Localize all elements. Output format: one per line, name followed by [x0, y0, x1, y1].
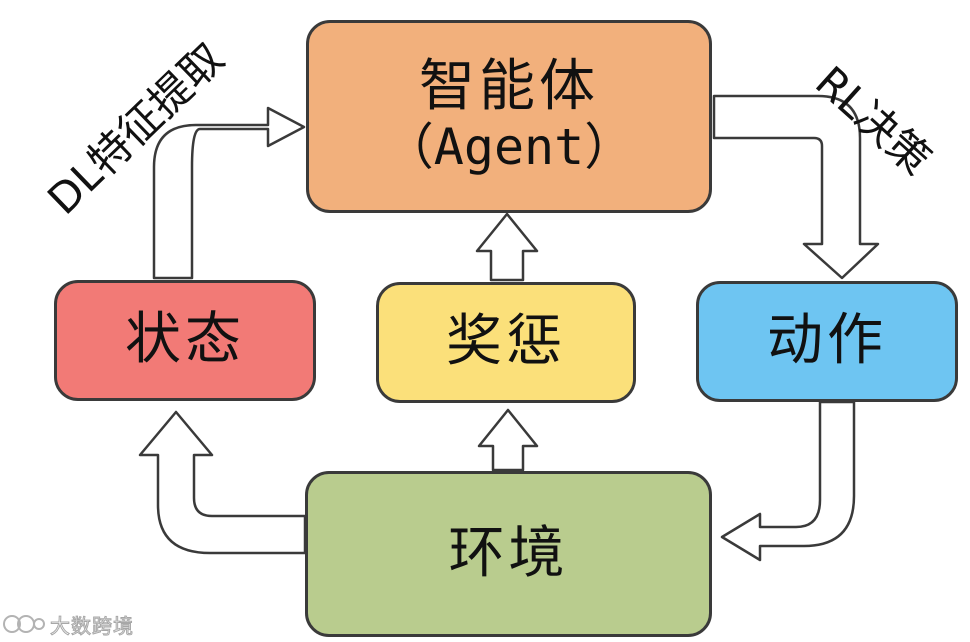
- environment-label: 环境: [448, 520, 569, 586]
- state-label: 状态: [125, 307, 245, 373]
- agent-label: 智能体: [419, 54, 599, 120]
- arrow-agent-to-action: [712, 94, 880, 280]
- watermark-logo-icon: [3, 615, 45, 633]
- reward-node: 奖惩: [376, 282, 636, 403]
- agent-sublabel: （Agent）: [383, 118, 635, 177]
- action-node: 动作: [696, 281, 958, 402]
- watermark-text: 大数跨境: [50, 613, 134, 638]
- arrow-reward-to-agent: [475, 212, 539, 282]
- reward-label: 奖惩: [446, 309, 566, 375]
- action-label: 动作: [767, 308, 887, 374]
- arrow-state-to-agent: [152, 106, 306, 280]
- watermark: 大数跨境: [2, 610, 134, 638]
- environment-node: 环境: [305, 471, 712, 637]
- arrow-action-to-environment: [720, 400, 856, 562]
- arrow-environment-to-state: [138, 410, 307, 555]
- arrow-environment-to-reward: [477, 408, 539, 472]
- agent-node: 智能体 （Agent）: [306, 20, 712, 213]
- state-node: 状态: [54, 280, 316, 401]
